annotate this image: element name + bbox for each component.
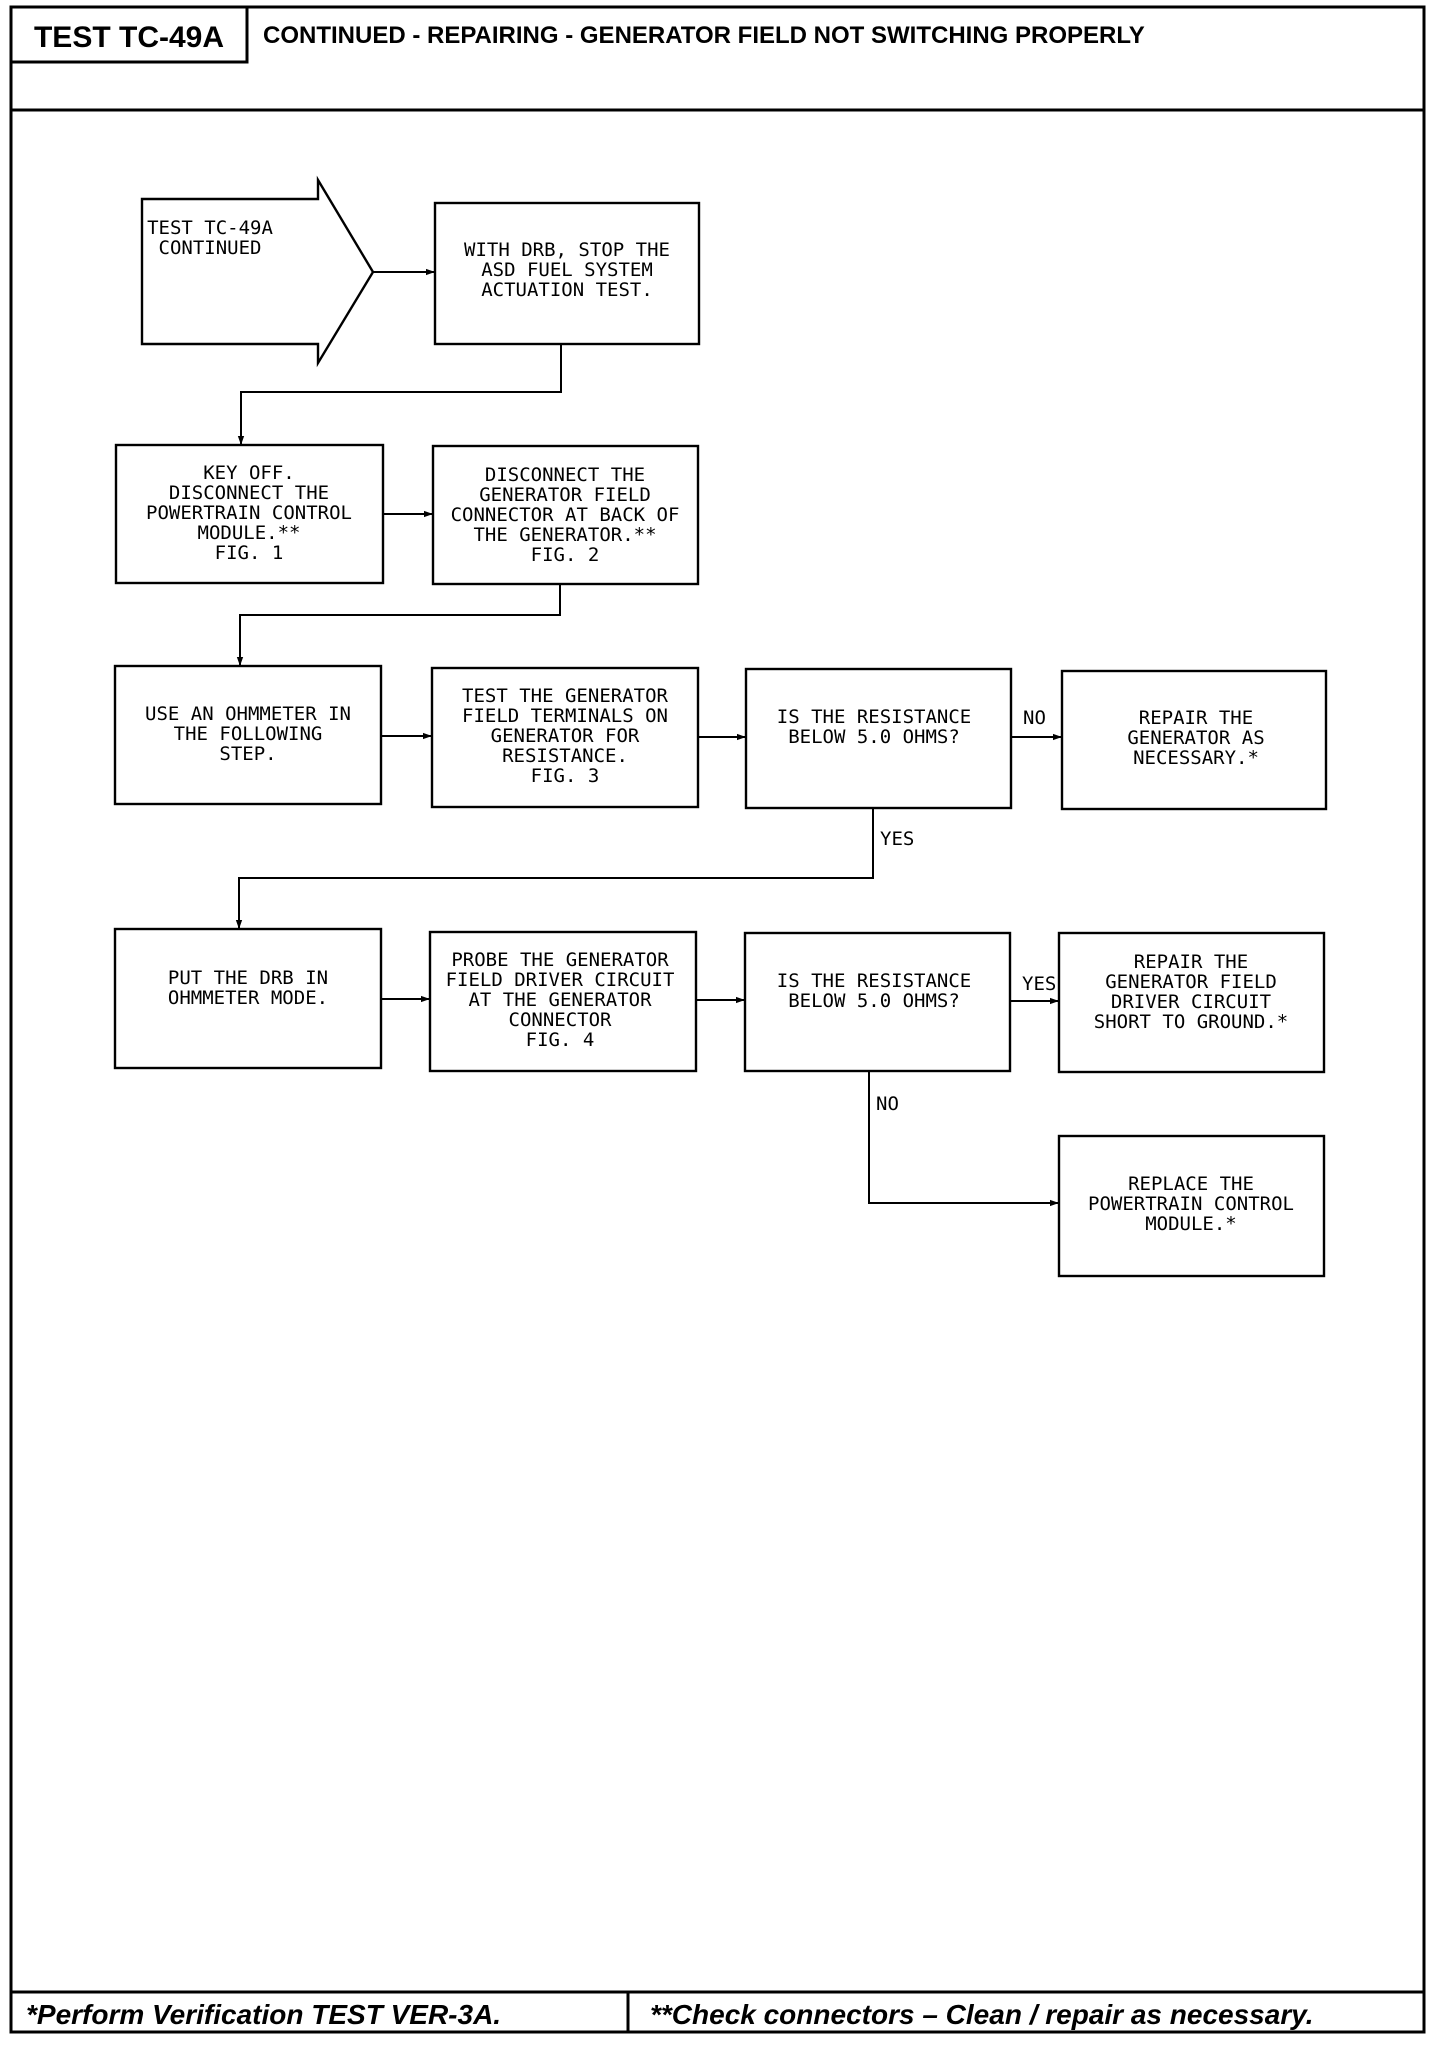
flow-text-line: CONTINUED [159,237,262,259]
flow-text-line: IS THE RESISTANCE [777,970,971,992]
flow-text-line: ACTUATION TEST. [481,279,653,301]
footer-connector-note: **Check connectors – Clean / repair as n… [650,1999,1314,2030]
flow-text-line: BELOW 5.0 OHMS? [788,990,960,1012]
flow-text-line: PUT THE DRB IN [168,967,328,989]
flow-text-line: CONNECTOR AT BACK OF [451,504,680,526]
flow-text-line: TEST THE GENERATOR [462,685,668,707]
flow-text-line: REPAIR THE [1139,707,1253,729]
flow-text-line: BELOW 5.0 OHMS? [788,726,960,748]
flow-text-line: GENERATOR FIELD [1105,971,1277,993]
flow-text-line: CONNECTOR [509,1009,613,1031]
test-id: TEST TC-49A [34,21,224,54]
flow-text-line: MODULE.* [1145,1213,1237,1235]
flow-text-line: IS THE RESISTANCE [777,706,971,728]
branch-label-no-1: NO [1023,707,1046,729]
flow-text-line: OHMMETER MODE. [168,987,328,1009]
flow-text-line: DISCONNECT THE [169,482,329,504]
flow-text-line: KEY OFF. [203,462,295,484]
flow-text-line: USE AN OHMMETER IN [145,703,351,725]
flow-text-line: FIG. 3 [531,765,600,787]
flow-text-line: FIG. 4 [526,1029,595,1051]
flow-text-line: WITH DRB, STOP THE [464,239,670,261]
step-test-field-terminals [430,666,700,809]
page-title: CONTINUED - REPAIRING - GENERATOR FIELD … [263,22,1145,49]
flow-text-line: FIELD DRIVER CIRCUIT [446,969,675,991]
branch-label-no-2: NO [876,1093,899,1115]
connector-decision-2-no [868,1071,1059,1207]
decision-resistance-1 [744,667,1013,810]
flow-text-line: GENERATOR AS [1127,727,1264,749]
flow-text-line: FIELD TERMINALS ON [462,705,668,727]
flow-text-line: GENERATOR FOR [491,725,640,747]
flow-text-line: POWERTRAIN CONTROL [1088,1193,1294,1215]
flow-text-line: AT THE GENERATOR [468,989,652,1011]
flow-text-line: TEST TC-49A [147,217,273,239]
branch-label-yes-1: YES [880,828,914,850]
connector-stop-to-key-off [237,344,562,445]
flow-text-line: DRIVER CIRCUIT [1111,991,1271,1013]
flow-text-line: GENERATOR FIELD [479,484,651,506]
flow-text-line: REPAIR THE [1134,951,1248,973]
step-repair-generator [1060,669,1328,811]
flow-text-line: PROBE THE GENERATOR [451,949,669,971]
step-repair-short-to-ground [1057,931,1326,1074]
flow-text-line: MODULE.** [198,522,301,544]
flow-text-line: RESISTANCE. [502,745,628,767]
step-disconnect-field-connector [431,444,700,586]
flow-text-line: NECESSARY.* [1133,747,1259,769]
connector-decision-1-yes [235,808,874,929]
step-drb-ohmmeter-mode [113,927,383,1070]
flow-text-line: ASD FUEL SYSTEM [481,259,653,281]
flow-text-line: REPLACE THE [1128,1173,1254,1195]
flow-text-line: DISCONNECT THE [485,464,645,486]
flow-text-line: STEP. [219,743,276,765]
flow-text-line: SHORT TO GROUND.* [1094,1011,1288,1033]
flow-text-line: POWERTRAIN CONTROL [146,502,352,524]
step-replace-pcm [1057,1134,1326,1278]
step-stop-asd-test [433,201,701,346]
start-arrow-shape [140,175,375,368]
page-frame [9,5,1426,2034]
footer-verification-note: *Perform Verification TEST VER-3A. [26,1999,501,2030]
test-id-box [9,5,249,64]
flow-text-line: THE FOLLOWING [174,723,323,745]
flow-text-line: FIG. 2 [531,544,600,566]
flow-text-line: FIG. 1 [215,542,284,564]
step-probe-driver-circuit [428,930,698,1073]
flow-text-line: THE GENERATOR.** [473,524,656,546]
connector-disconnect-to-ohmmeter [236,584,561,666]
branch-label-yes-2: YES [1022,973,1056,995]
decision-resistance-2 [743,931,1012,1073]
